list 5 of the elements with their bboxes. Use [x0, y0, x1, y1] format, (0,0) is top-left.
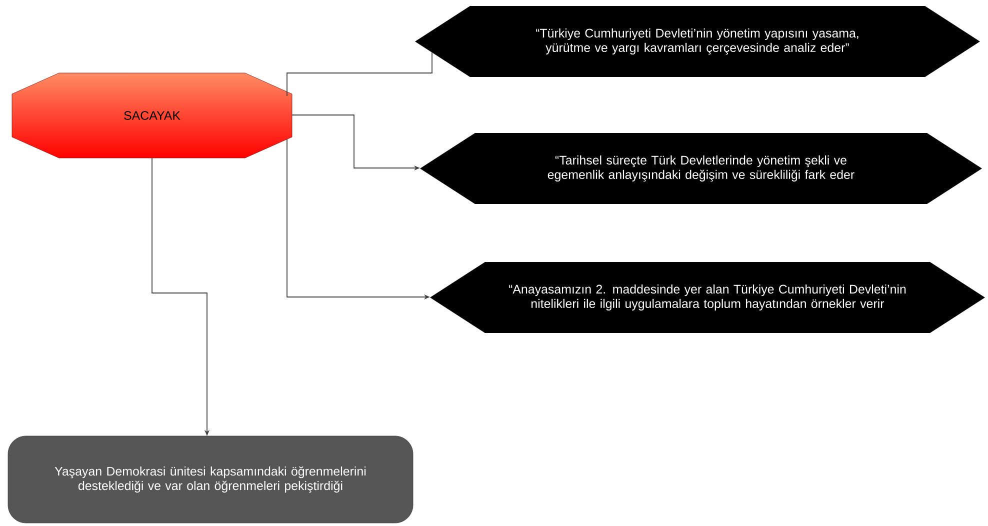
octagon-box: SACAYAK [12, 72, 292, 158]
hexagon-box: “Anayasamızın 2. maddesinde yer alan Türkiye Cumhuriyeti Devleti’nin nitelikleri ile ilgili uygulamalara toplum hayatından örnekler verir [430, 262, 985, 333]
rounded-box: Yaşayan Demokrasi ünitesi kapsamındaki öğrenmelerini desteklediği ve var olan öğrenmeleri pekiştirdiği [8, 436, 414, 524]
hexagon-box: “Tarihsel süreçte Türk Devletlerinde yönetim şekli ve egemenlik anlayışındaki değişim ve sürekliliği fark eder [420, 133, 982, 204]
hexagon-box: “Türkiye Cumhuriyeti Devleti’nin yönetim yapısını yasama, yürütme ve yargı kavramları çerçevesinde analiz eder” [415, 6, 980, 77]
